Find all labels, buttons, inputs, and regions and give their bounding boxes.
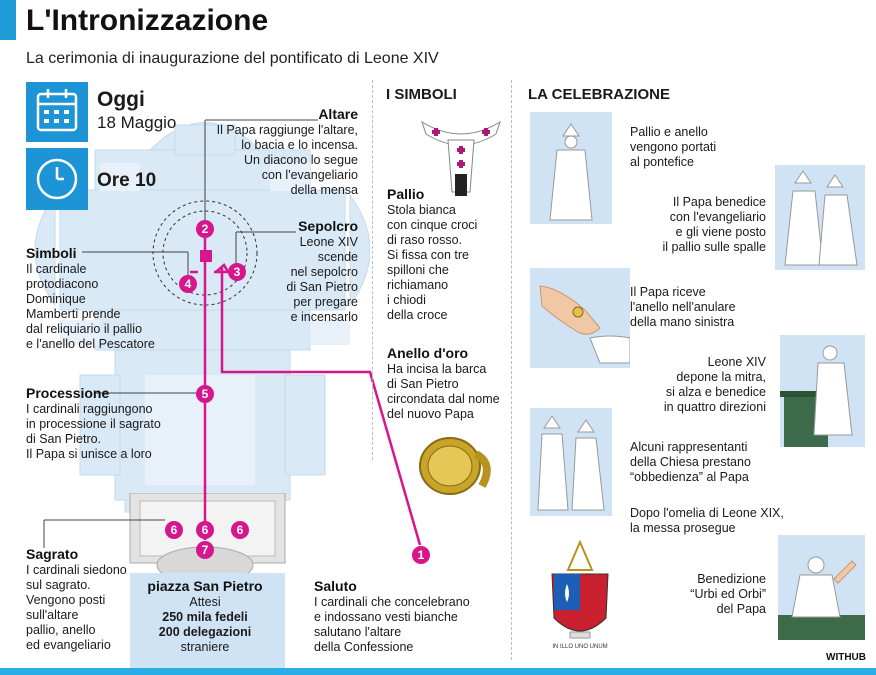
processione-text: I cardinali raggiungono in processione i…: [26, 402, 161, 461]
sepolcro-block: Sepolcro Leone XIV scende nel sepolcro d…: [262, 218, 358, 325]
pallio-text: Stola bianca con cinque croci di raso ro…: [387, 203, 478, 322]
step-4-illustration: [780, 335, 865, 447]
basilica-map: [34, 122, 370, 513]
route-marker: 5: [196, 385, 214, 403]
altare-block: Altare Il Papa raggiunge l'altare, lo ba…: [200, 106, 358, 198]
sagrato-block: Sagrato I cardinali siedono sul sagrato.…: [26, 546, 146, 653]
coat-of-arms-motto: IN ILLO UNO UNUM: [552, 644, 607, 650]
date-value: 18 Maggio: [97, 113, 177, 132]
column-divider: [511, 80, 512, 660]
simboli-text: Il cardinale protodiacono Dominique Mamb…: [26, 262, 155, 351]
page-subtitle: La cerimonia di inaugurazione del pontif…: [26, 50, 439, 67]
route-marker: 6: [231, 521, 249, 539]
step-5-illustration: [530, 408, 612, 516]
celebrazione-step: Benedizione “Urbi ed Orbi” del Papa: [690, 572, 766, 616]
page-title: L'Intronizzazione: [26, 4, 269, 37]
simboli-title: Simboli: [26, 245, 77, 261]
route-marker: 6: [196, 521, 214, 539]
step-2-illustration: [775, 165, 865, 270]
piazza-line4: straniere: [180, 640, 230, 654]
altare-text: Il Papa raggiunge l'altare, lo bacia e l…: [216, 123, 358, 197]
piazza-block: piazza San Pietro Attesi 250 mila fedeli…: [140, 578, 270, 655]
simboli-block: Simboli Il cardinale protodiacono Domini…: [26, 245, 186, 352]
celebrazione-heading: LA CELEBRAZIONE: [528, 86, 670, 103]
celebrazione-step: Il Papa riceve l'anello nell'anulare del…: [630, 285, 736, 329]
celebrazione-step: Leone XIV depone la mitra, si alza e ben…: [663, 355, 766, 414]
saluto-text: I cardinali che concelebrano e indossano…: [314, 595, 470, 654]
column-divider: [372, 80, 373, 460]
piazza-line1: Attesi: [189, 595, 221, 609]
step-1-illustration: [530, 112, 612, 224]
simboli-heading: I SIMBOLI: [386, 86, 457, 103]
anello-block: Anello d'oro Ha incisa la barca di San P…: [387, 345, 507, 422]
time-value: Ore 10: [97, 170, 157, 191]
pallio-illustration: [421, 120, 501, 196]
processione-title: Processione: [26, 385, 110, 401]
credit-logo: WITHUB: [826, 652, 866, 663]
step-3-illustration: [530, 268, 631, 368]
route-marker: 1: [412, 546, 430, 564]
anello-text: Ha incisa la barca di San Pietro circond…: [387, 362, 500, 421]
celebrazione-step: Il Papa benedice con l'evangeliario e gl…: [662, 195, 766, 254]
route-marker: 2: [196, 220, 214, 238]
route-marker: 3: [228, 263, 246, 281]
pallio-block: Pallio Stola bianca con cinque croci di …: [387, 186, 507, 323]
piazza-title: piazza San Pietro: [147, 578, 263, 594]
altare-title: Altare: [318, 106, 358, 122]
processione-block: Processione I cardinali raggiungono in p…: [26, 385, 196, 462]
ring-illustration: [419, 437, 491, 495]
anello-title: Anello d'oro: [387, 345, 469, 361]
route-marker: 6: [165, 521, 183, 539]
route-marker: 7: [196, 541, 214, 559]
papal-coat-of-arms: IN ILLO UNO UNUM: [551, 540, 609, 650]
saluto-block: Saluto I cardinali che concelebrano e in…: [314, 578, 494, 655]
sepolcro-text: Leone XIV scende nel sepolcro di San Pie…: [286, 235, 358, 324]
calendar-icon: [26, 82, 88, 142]
celebrazione-step: Alcuni rappresentanti della Chiesa prest…: [630, 440, 751, 484]
saluto-title: Saluto: [314, 578, 357, 594]
route-marker: 4: [179, 275, 197, 293]
celebrazione-step: Dopo l'omelia di Leone XIX, la messa pro…: [630, 506, 784, 535]
sepolcro-title: Sepolcro: [298, 218, 358, 234]
title-accent-bar: [0, 0, 16, 40]
sagrato-title: Sagrato: [26, 546, 79, 562]
sagrato-text: I cardinali siedono sul sagrato. Vengono…: [26, 563, 127, 652]
step-7-illustration: [778, 535, 865, 640]
pallio-title: Pallio: [387, 186, 425, 202]
clock-icon: [26, 148, 88, 210]
celebrazione-step: Pallio e anello vengono portati al ponte…: [630, 125, 717, 169]
date-label: Oggi: [97, 88, 145, 111]
piazza-line2: 250 mila fedeli: [162, 610, 248, 624]
bottom-accent-bar: [0, 668, 876, 675]
piazza-line3: 200 delegazioni: [158, 625, 252, 639]
